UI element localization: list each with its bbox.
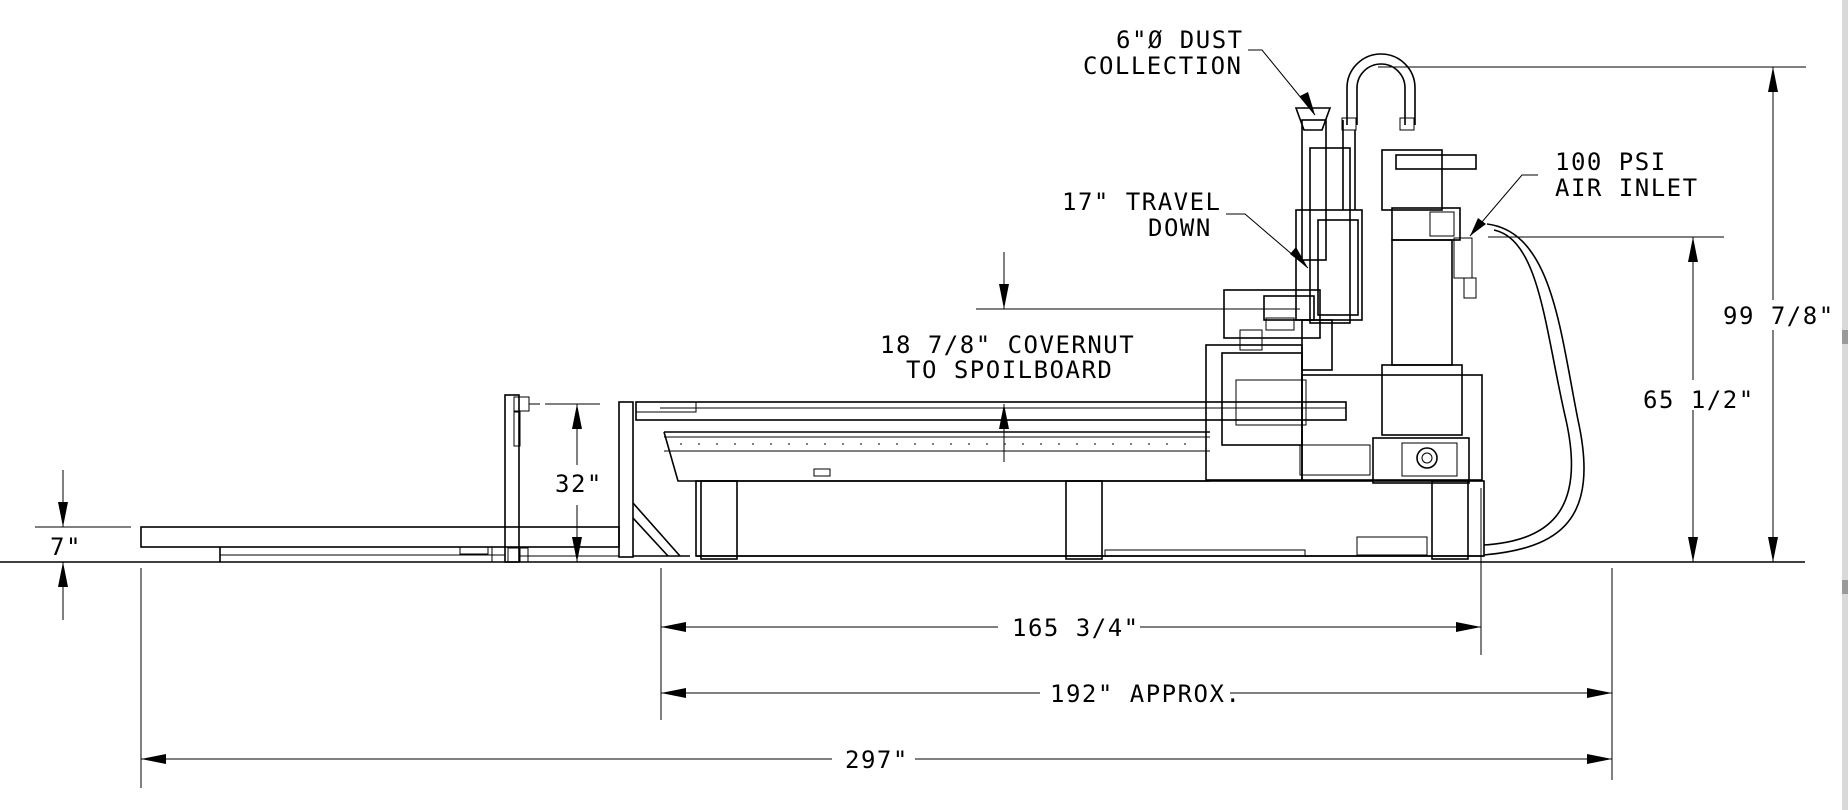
dust-collection-line1: 6"Ø DUST: [1116, 26, 1244, 54]
air-hose: [1483, 223, 1585, 556]
dim-base-length: [660, 488, 1482, 720]
table-height-label: 32": [555, 470, 603, 498]
scrollbar-mark: [1842, 330, 1848, 344]
dim-machine-length: [661, 568, 1613, 780]
support-legs: [700, 480, 1469, 560]
dim-overall-length: [140, 568, 1612, 788]
travel-line1: 17" TRAVEL: [1062, 188, 1222, 216]
air-inlet-line2: AIR INLET: [1555, 174, 1699, 202]
travel-line2: DOWN: [1148, 214, 1212, 242]
scrollbar-mark-lower: [1842, 580, 1848, 594]
dim-covernut-spoilboard: [976, 252, 1300, 462]
dim-table-height: [545, 403, 600, 562]
dim-inlet-height: [1488, 236, 1724, 562]
scrollbar-track[interactable]: [1842, 0, 1848, 810]
feed-height-label: 7": [50, 533, 82, 561]
overall-length-label: 297": [845, 746, 909, 774]
inlet-height-label: 65 1/2": [1643, 386, 1755, 414]
dim-overall-height: [1378, 66, 1806, 562]
machine-length-label: 192" APPROX.: [1050, 680, 1241, 708]
bed-marks: [680, 443, 1200, 452]
air-inlet-line1: 100 PSI: [1555, 148, 1667, 176]
machine-bed: [635, 401, 1485, 557]
overall-height-label: 99 7/8": [1723, 302, 1835, 330]
base-length-label: 165 3/4": [1012, 614, 1140, 642]
callout-leaders: [1226, 49, 1538, 269]
dust-collection-line2: COLLECTION: [1083, 52, 1243, 80]
dim-feed-height: [35, 470, 141, 620]
covernut-line2: TO SPOILBOARD: [906, 356, 1113, 384]
gantry-assembly: [1205, 53, 1483, 484]
outfeed-table: [140, 394, 690, 563]
covernut-line1: 18 7/8" COVERNUT: [880, 331, 1135, 359]
